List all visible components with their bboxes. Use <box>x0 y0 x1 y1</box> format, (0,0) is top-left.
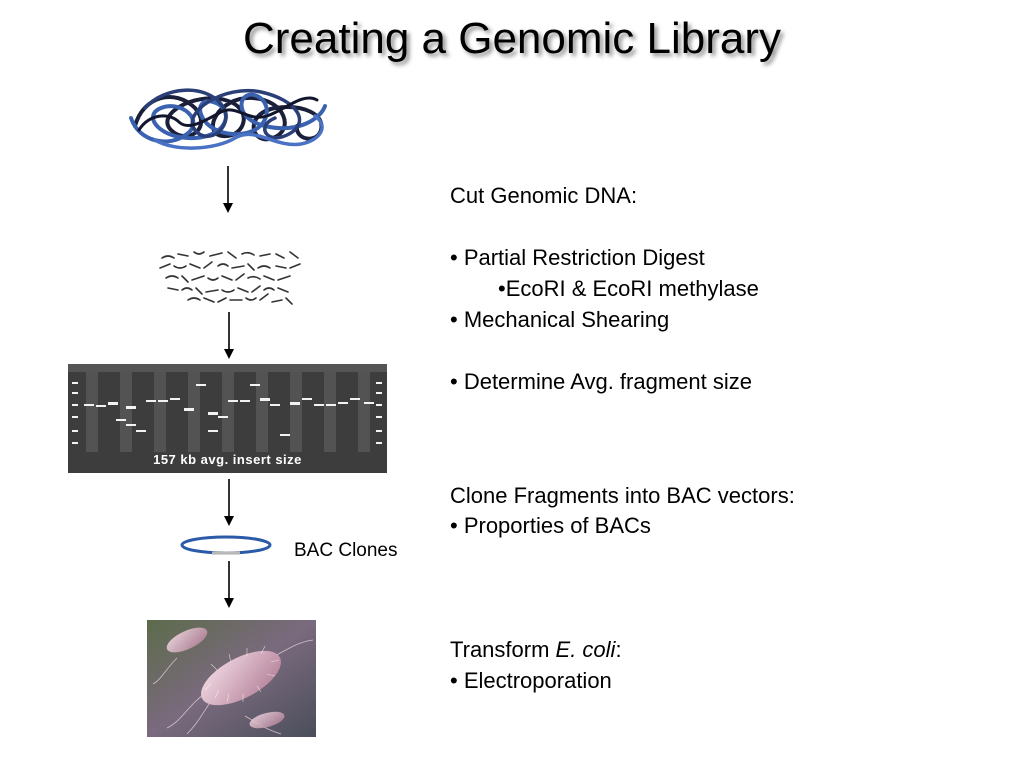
ecoli-italic-name: E. coli <box>555 637 616 662</box>
pulsed-field-gel-image: 157 kb avg. insert size <box>68 364 387 473</box>
bullet-determine-fragment-size: • Determine Avg. fragment size <box>450 369 752 394</box>
slide-title: Creating a Genomic Library <box>242 14 781 63</box>
bullet-electroporation: • Electroporation <box>450 668 612 693</box>
transform-heading-suffix: : <box>615 637 622 662</box>
transform-heading-prefix: Transform <box>450 637 556 662</box>
ecoli-bacteria-image <box>147 620 316 737</box>
subbullet-ecori-methylase: •EcoRI & EcoRI methylase <box>498 276 759 301</box>
flow-arrow-4 <box>224 561 234 608</box>
bullet-partial-restriction-digest: • Partial Restriction Digest <box>450 245 705 270</box>
gel-caption: 157 kb avg. insert size <box>153 452 302 467</box>
bullet-properties-of-bacs: • Proporties of BACs <box>450 513 651 538</box>
flow-arrow-2 <box>224 312 234 359</box>
dna-fragments-image <box>159 251 301 305</box>
clone-fragments-heading: Clone Fragments into BAC vectors: <box>450 483 795 508</box>
bac-clones-label: BAC Clones <box>294 540 398 561</box>
flow-arrow-1 <box>223 166 233 213</box>
flow-arrow-3 <box>224 479 234 526</box>
transform-ecoli-heading: Transform E. coli: <box>450 634 622 665</box>
bac-plasmid-icon <box>180 535 272 555</box>
bullet-mechanical-shearing: • Mechanical Shearing <box>450 307 670 332</box>
cut-dna-heading: Cut Genomic DNA: <box>450 183 638 208</box>
genomic-dna-image <box>129 88 327 150</box>
